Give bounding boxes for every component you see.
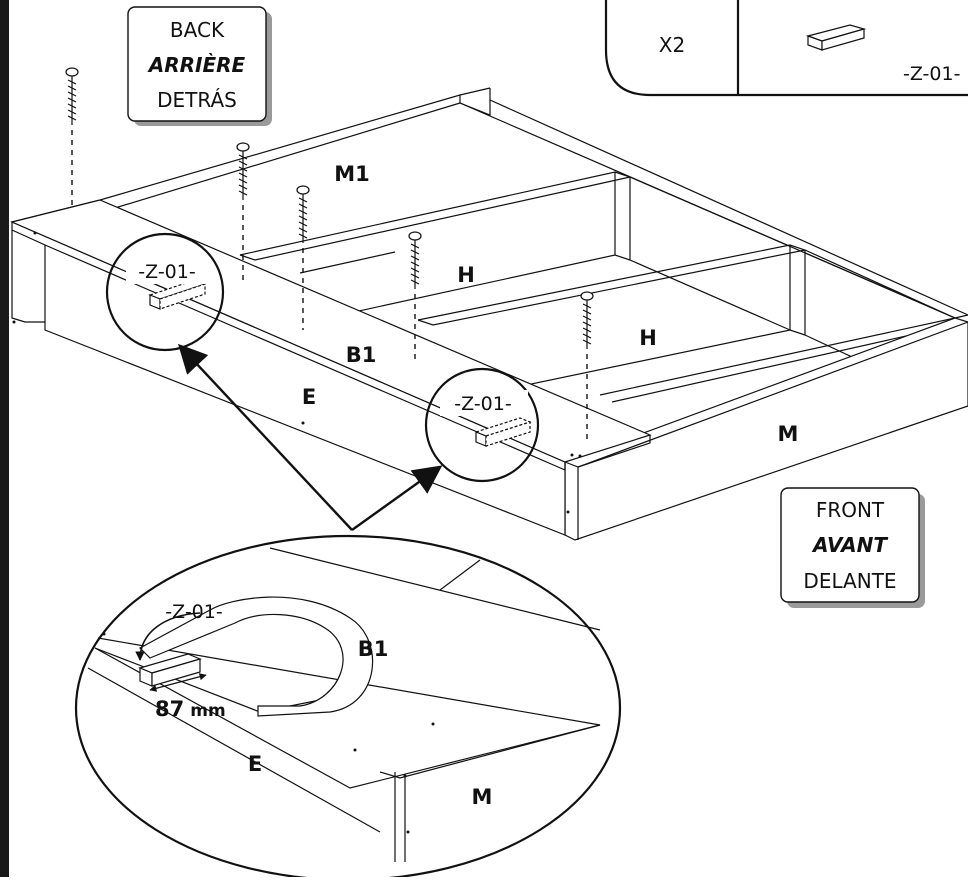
wood-block-icon [138, 653, 202, 687]
wood-block-icon [474, 417, 532, 447]
detail-part-code: -Z-01- [165, 601, 222, 623]
hardware-quantity: X2 [659, 33, 685, 57]
screw-icon [296, 185, 310, 330]
front-label-es: DELANTE [803, 569, 896, 593]
arrow-icon [351, 465, 443, 531]
screw-icon [580, 291, 594, 440]
callout-left-code: -Z-01- [138, 261, 195, 283]
screw-icon [65, 67, 79, 205]
front-label-en: FRONT [816, 498, 885, 522]
back-label-fr: ARRIÈRE [147, 53, 246, 77]
panel-b1-label: B1 [346, 343, 377, 367]
wood-block-icon [148, 279, 207, 310]
hardware-part-code: -Z-01- [903, 63, 960, 85]
leader-arrow-icon [135, 612, 201, 661]
detail-zoom [74, 534, 622, 881]
callout-right: -Z-01- [424, 367, 540, 483]
back-label: BACK ARRIÈRE DETRÁS [127, 6, 272, 126]
callout-left: -Z-01- [105, 232, 225, 352]
panel-h-lower-label: H [639, 326, 657, 350]
wood-dowel-icon [805, 24, 867, 51]
panel-e-label: E [302, 385, 316, 409]
back-label-es: DETRÁS [157, 88, 237, 112]
panel-m-label: M [778, 422, 799, 446]
dimension-arrow-icon [149, 673, 207, 692]
callout-right-code: -Z-01- [454, 393, 511, 415]
bed-frame [10, 87, 968, 541]
page-edge-bar [0, 0, 9, 877]
front-label: FRONT AVANT DELANTE [780, 487, 925, 608]
detail-panel-m: M [472, 785, 493, 809]
hardware-box: X2 -Z-01- [604, 0, 968, 97]
detail-panel-e: E [248, 752, 262, 776]
detail-panel-b1: B1 [358, 637, 389, 661]
back-label-en: BACK [170, 18, 225, 42]
panel-m1-label: M1 [334, 162, 370, 186]
screw-icon [236, 142, 250, 285]
front-label-fr: AVANT [811, 533, 888, 557]
arrow-icon [178, 343, 353, 531]
panel-h-upper-label: H [457, 263, 475, 287]
screw-icon [408, 231, 422, 362]
